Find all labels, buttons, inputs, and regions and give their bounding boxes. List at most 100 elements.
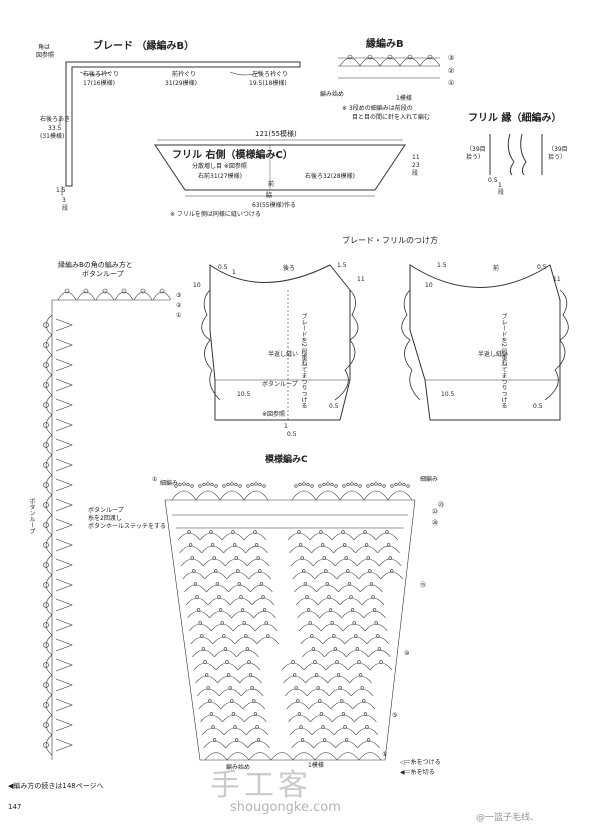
net-dot	[324, 569, 328, 573]
net-dot	[298, 543, 303, 547]
corner-scallop	[152, 291, 172, 301]
net-dot	[212, 556, 216, 560]
frill-height: 11	[412, 154, 420, 161]
net-dot	[297, 530, 301, 534]
net-dot	[325, 582, 330, 586]
picot	[262, 484, 266, 488]
front-n10: 10	[425, 282, 433, 289]
net-arch	[358, 571, 382, 580]
net-arch	[342, 623, 366, 632]
side-scallop	[45, 514, 53, 536]
net-dot	[190, 556, 194, 560]
front-neck: 前衿ぐり	[172, 71, 197, 78]
net-dot	[306, 608, 311, 612]
net-dot	[333, 647, 338, 651]
net-arch	[310, 714, 333, 723]
braid-h2: 3	[62, 197, 66, 204]
scallop	[339, 490, 365, 501]
net-dot	[336, 673, 341, 677]
net-dot	[379, 660, 383, 664]
corner-note-2: 糸を2回渡し	[88, 515, 122, 522]
net-dot	[300, 738, 305, 742]
net-dot	[355, 647, 360, 651]
side-scallop	[45, 534, 53, 556]
edge-b-picot	[367, 54, 373, 60]
net-dot	[297, 712, 302, 716]
side-stitch	[55, 678, 73, 692]
net-dot	[390, 569, 394, 573]
side-stitch	[55, 638, 73, 652]
net-dot	[313, 660, 317, 664]
net-arch	[237, 662, 261, 671]
left-back-neck-value: 19.5(18模様)	[249, 80, 287, 87]
net-arch	[338, 584, 361, 593]
edge-b-start: 編み始め	[320, 91, 345, 98]
net-arch	[253, 610, 276, 619]
net-dot	[374, 621, 378, 625]
edge-b-note-1: ※ 3段めの細編みは前段の	[342, 105, 413, 112]
net-dot	[365, 725, 369, 729]
pattern-c-row-5: ⑤	[392, 712, 398, 719]
net-dot	[223, 647, 228, 651]
net-arch	[354, 714, 377, 723]
net-arch	[380, 571, 404, 580]
net-arch	[344, 636, 368, 645]
net-arch	[215, 662, 239, 671]
picot	[378, 482, 382, 487]
net-arch	[196, 688, 220, 697]
braid-title: ブレード （縁編みB）	[93, 41, 195, 52]
net-arch	[179, 545, 202, 554]
side-picot	[43, 582, 49, 588]
net-arch	[225, 740, 248, 749]
side-scallop	[45, 574, 53, 596]
net-arch	[316, 584, 339, 593]
net-dot	[319, 530, 323, 534]
net-arch	[322, 636, 346, 645]
edge-b-picot	[407, 54, 413, 60]
net-arch	[190, 636, 214, 645]
corner-loop-side: ボタンループ	[28, 498, 35, 534]
right-back-neck-value: 17(16模様)	[83, 80, 115, 87]
attach-title: ブレード・フリルのつけ方	[342, 236, 438, 245]
frill-title: フリル 右側（模様編みC）	[172, 150, 293, 161]
net-arch	[305, 675, 328, 684]
net-dot	[352, 621, 356, 625]
net-dot	[340, 699, 344, 703]
edge-b-scallop	[359, 57, 381, 67]
net-arch	[309, 532, 333, 541]
picot	[390, 484, 394, 488]
picot	[226, 482, 230, 487]
net-dot	[188, 543, 193, 547]
net-dot	[305, 595, 309, 599]
net-arch	[256, 636, 280, 645]
net-dot	[366, 556, 370, 560]
edge-b-scallop	[339, 57, 361, 67]
net-dot	[377, 647, 382, 651]
side-stitch	[55, 738, 73, 752]
pattern-c-frame	[164, 499, 416, 761]
net-dot	[388, 556, 392, 560]
picot	[358, 484, 362, 488]
pattern-c-start: 編み始め	[226, 764, 251, 771]
side-stitch	[55, 658, 73, 672]
net-dot	[230, 699, 234, 703]
net-arch	[284, 688, 308, 697]
frill-edge-title: フリル 縁（細編み）	[468, 113, 562, 124]
attach-bottom-05: 0.5	[287, 431, 297, 438]
net-dot	[357, 660, 361, 664]
net-arch	[350, 688, 374, 697]
pattern-c-row-10: ⑩	[404, 650, 410, 657]
net-arch	[240, 688, 264, 697]
net-arch	[303, 662, 327, 671]
picot	[238, 484, 242, 488]
net-arch	[222, 714, 245, 723]
net-arch	[332, 714, 355, 723]
picot	[178, 482, 182, 487]
side-picot	[43, 402, 49, 408]
braid-h3: 段	[62, 205, 69, 212]
side-scallop	[45, 454, 53, 476]
net-dot	[217, 595, 221, 599]
net-dot	[386, 543, 391, 547]
scallop	[315, 490, 341, 501]
net-arch	[288, 714, 311, 723]
